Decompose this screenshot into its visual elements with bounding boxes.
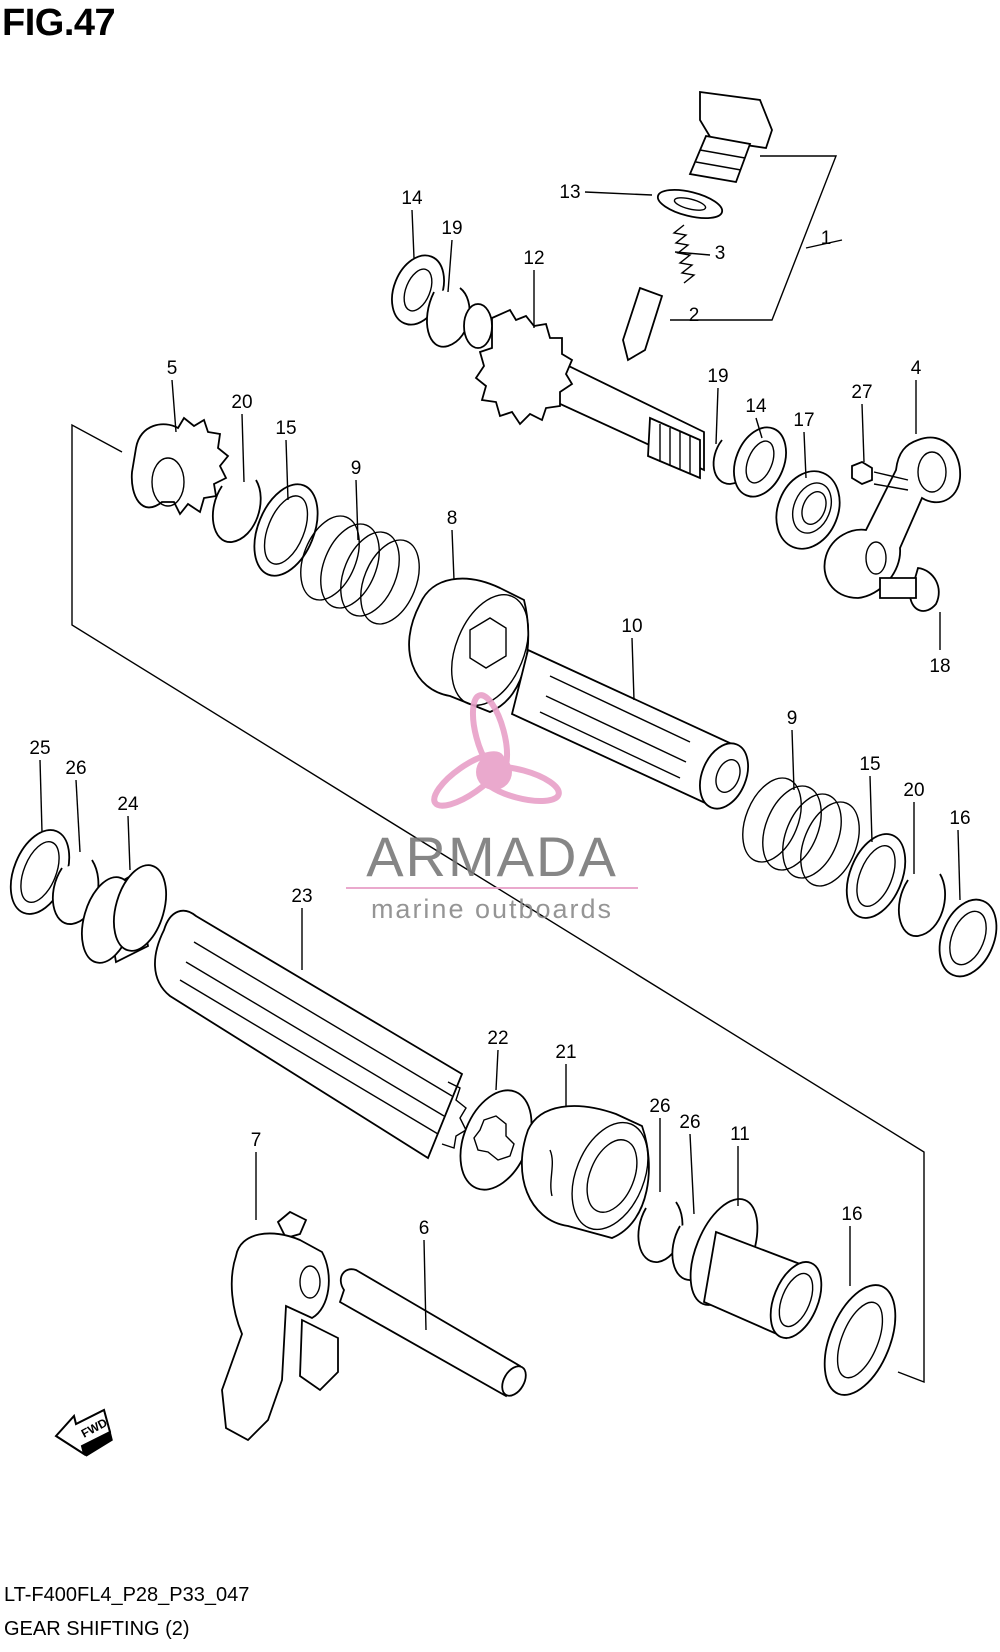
callout-10: 10 [621, 616, 642, 637]
callout-12: 12 [523, 248, 544, 269]
callout-21: 21 [555, 1042, 576, 1063]
part-pin-2 [622, 286, 664, 362]
callout-leaders [39, 191, 961, 1331]
callout-8: 8 [447, 508, 458, 529]
part-spring-9-lower [742, 777, 860, 887]
part-washer-16-lower [823, 1284, 897, 1396]
part-circlip-20-top [211, 479, 262, 543]
part-gear-shaft-12 [463, 303, 705, 480]
callout-24: 24 [117, 794, 139, 815]
callout-25: 25 [29, 738, 50, 759]
part-washer-13 [656, 188, 724, 220]
part-bearing-17 [775, 470, 841, 550]
callout-17: 17 [793, 410, 814, 431]
part-spring-9-top [300, 515, 420, 625]
callout-9-lower: 9 [787, 708, 798, 729]
callout-20-lower: 20 [903, 780, 924, 801]
callout-1: 1 [821, 228, 832, 249]
callout-labels: 1 2 3 4 5 6 7 8 9 9 10 11 12 13 14 14 15… [29, 182, 970, 1239]
callout-15-lower: 15 [859, 754, 880, 775]
callout-15-top: 15 [275, 418, 296, 439]
part-spring-3 [672, 224, 696, 284]
figure-title: FIG.47 [2, 2, 116, 44]
part-drum-21 [520, 1105, 650, 1239]
callout-14-top: 14 [401, 188, 423, 209]
part-bolt-18 [879, 567, 940, 612]
propeller-logo-icon [431, 692, 562, 809]
callout-14-right: 14 [745, 396, 767, 417]
callout-11: 11 [730, 1124, 750, 1145]
part-circlip-20-lower [897, 873, 946, 937]
section-name: GEAR SHIFTING (2) [4, 1618, 190, 1640]
part-nut-27 [851, 460, 873, 486]
part-washer-16-right [938, 898, 998, 978]
callout-20-top: 20 [231, 392, 252, 413]
part-circlip-19-top [426, 287, 471, 348]
model-code: LT-F400FL4_P28_P33_047 [4, 1584, 250, 1606]
part-washer-15-lower [845, 833, 907, 919]
callout-5: 5 [167, 358, 178, 379]
part-shaft-23 [154, 909, 467, 1160]
callout-23: 23 [291, 886, 312, 907]
part-bolt [688, 90, 773, 184]
callout-26-lower-b: 26 [679, 1112, 700, 1133]
callout-27: 27 [851, 382, 872, 403]
callout-3: 3 [715, 243, 726, 264]
callout-19-top: 19 [441, 218, 462, 239]
callout-9-top: 9 [351, 458, 362, 479]
callout-6: 6 [419, 1218, 430, 1239]
armada-watermark: ARMADA marine outboards [346, 692, 638, 924]
callout-26-left: 26 [65, 758, 86, 779]
part-circlip-26-lower-a [637, 1201, 684, 1263]
part-washer-14-right [733, 426, 787, 498]
callout-19-right: 19 [707, 366, 728, 387]
part-shift-fork-7 [221, 1210, 339, 1442]
watermark-brand: ARMADA [366, 825, 618, 888]
part-collar-11 [689, 1198, 823, 1340]
callout-2: 2 [689, 305, 700, 326]
watermark-tagline: marine outboards [371, 894, 613, 924]
callout-13: 13 [559, 182, 580, 203]
callout-26-lower-a: 26 [649, 1096, 670, 1117]
callout-16-lower: 16 [841, 1204, 862, 1225]
part-shaft-10 [510, 648, 749, 810]
callout-18: 18 [929, 656, 950, 677]
part-shift-arm-4 [823, 436, 961, 599]
callout-16-right: 16 [949, 808, 970, 829]
callout-22: 22 [487, 1028, 508, 1049]
part-rod-6 [338, 1268, 527, 1398]
callout-4: 4 [911, 358, 922, 379]
part-washer-15-top [253, 483, 319, 577]
part-sleeve-24 [81, 864, 167, 964]
fwd-arrow-icon: FWD [54, 1408, 113, 1457]
callout-7: 7 [251, 1130, 262, 1151]
